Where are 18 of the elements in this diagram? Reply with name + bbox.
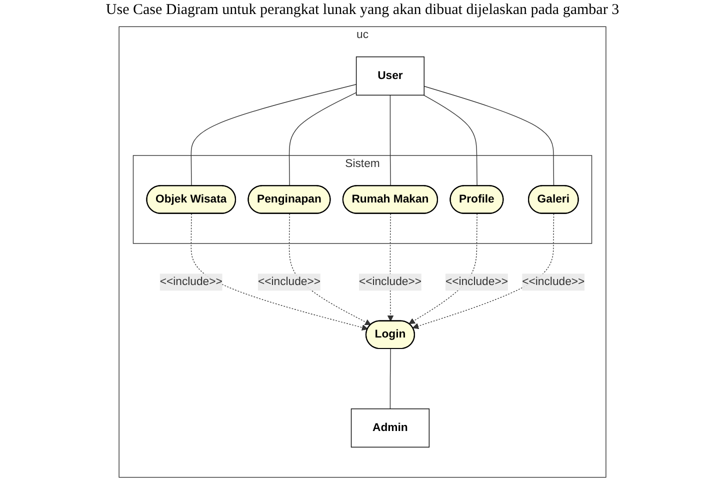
connector — [423, 94, 478, 186]
connector — [390, 94, 391, 186]
arrow — [190, 213, 368, 331]
arrow — [408, 213, 478, 324]
arrow — [288, 213, 372, 326]
node-box: Admin — [350, 408, 430, 448]
connector — [424, 86, 554, 186]
connector — [390, 348, 391, 410]
node-box: User — [356, 56, 424, 96]
edge-label: <<include>> — [358, 276, 422, 288]
edge-label: <<include>> — [522, 276, 585, 288]
arrow — [412, 213, 554, 330]
edge-label: <<include>> — [258, 276, 320, 288]
caption-text: Use Case Diagram untuk perangkat lunak yang akan dibuat dijelaskan pada gambar 3 — [106, 2, 620, 19]
edge-label: <<include>> — [445, 276, 508, 288]
connector — [190, 84, 357, 186]
edge-label: <<include>> — [160, 276, 222, 288]
connector — [288, 92, 357, 186]
